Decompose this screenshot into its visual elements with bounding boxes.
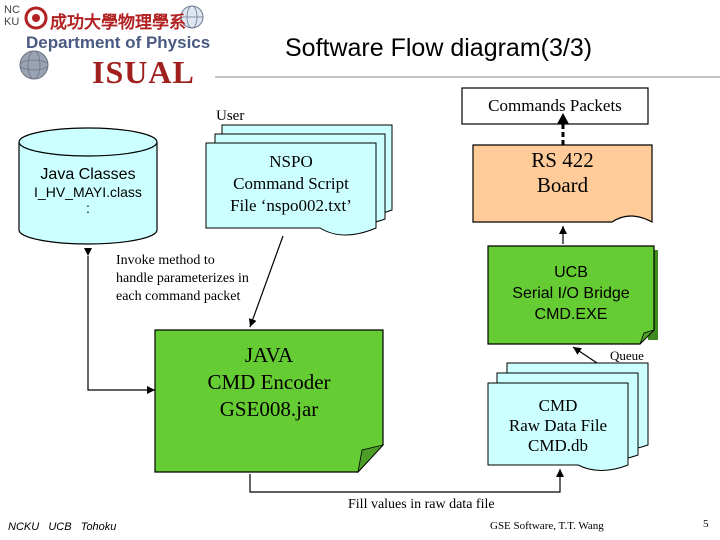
ucb-bridge-text: UCB Serial I/O Bridge CMD.EXE bbox=[488, 262, 654, 325]
invoke-line-3: each command packet bbox=[116, 289, 241, 304]
logo-chinese-text: 成功大學物理學系 bbox=[50, 13, 186, 32]
nspo-line-1: NSPO bbox=[269, 152, 313, 171]
ucb-bridge-note bbox=[487, 245, 658, 345]
cmd-raw-file-documents bbox=[487, 362, 649, 471]
invoke-line-1: Invoke method to bbox=[116, 253, 215, 268]
ucb-line-3: CMD.EXE bbox=[534, 306, 608, 323]
cmd-file-line-3: CMD.db bbox=[528, 436, 588, 455]
rs422-board-shape bbox=[472, 144, 653, 224]
rs422-board-text: RS 422 Board bbox=[473, 148, 652, 198]
java-classes-text: Java Classes I_HV_MAYI.class : bbox=[19, 166, 157, 216]
nspo-script-documents bbox=[205, 124, 393, 236]
encoder-line-3: GSE008.jar bbox=[219, 397, 319, 421]
invoke-method-note: Invoke method to handle parameterizes in… bbox=[116, 252, 249, 306]
encoder-line-1: JAVA bbox=[244, 343, 294, 367]
globe-icon bbox=[180, 5, 204, 29]
rs422-line-2: Board bbox=[536, 173, 589, 197]
ucb-line-2: Serial I/O Bridge bbox=[512, 285, 630, 302]
isual-globe-icon bbox=[19, 50, 49, 80]
java-classes-cylinder bbox=[18, 127, 158, 245]
page-number: 5 bbox=[703, 518, 709, 530]
queue-arrow bbox=[572, 346, 598, 364]
rs422-to-commands-arrowhead bbox=[557, 113, 569, 124]
classes-encoder-connector bbox=[84, 248, 155, 394]
ucb-line-1: UCB bbox=[554, 264, 588, 281]
logo-department-text: Department of Physics bbox=[26, 33, 211, 52]
cmd-file-line-2: Raw Data File bbox=[508, 416, 608, 435]
cmd-file-line-1: CMD bbox=[538, 396, 578, 415]
rs422-line-1: RS 422 bbox=[531, 148, 594, 172]
java-classes-ellipsis: : bbox=[86, 200, 90, 216]
logo-seal-icon bbox=[24, 6, 48, 30]
java-encoder-note bbox=[154, 329, 385, 474]
commands-packets-box bbox=[461, 87, 649, 125]
fill-values-label: Fill values in raw data file bbox=[348, 497, 495, 512]
footer-author: GSE Software, T.T. Wang bbox=[490, 520, 604, 532]
java-encoder-text: JAVA CMD Encoder GSE008.jar bbox=[155, 342, 383, 423]
queue-label: Queue bbox=[610, 348, 644, 363]
nspo-to-encoder-arrow bbox=[248, 235, 284, 328]
java-classes-file: I_HV_MAYI.class bbox=[34, 184, 142, 200]
logo-isual-text: ISUAL bbox=[92, 54, 195, 90]
encoder-line-2: CMD Encoder bbox=[207, 370, 331, 394]
commands-packets-label: Commands Packets bbox=[488, 96, 622, 115]
user-label: User bbox=[216, 108, 245, 124]
invoke-line-2: handle parameterizes in bbox=[116, 271, 249, 286]
nspo-line-3: File ‘nspo002.txt’ bbox=[230, 196, 352, 215]
nspo-script-text: NSPO Command Script File ‘nspo002.txt’ bbox=[206, 151, 376, 217]
logo-side-letters: NCKU bbox=[4, 4, 20, 28]
page-title: Software Flow diagram(3/3) bbox=[285, 34, 593, 62]
nspo-line-2: Command Script bbox=[233, 174, 349, 193]
encoder-to-file-arrow bbox=[249, 469, 564, 493]
java-classes-title: Java Classes bbox=[40, 166, 136, 183]
cmd-raw-file-text: CMD Raw Data File CMD.db bbox=[488, 396, 628, 456]
footer-institutions: NCKU UCB Tohoku bbox=[8, 521, 117, 533]
